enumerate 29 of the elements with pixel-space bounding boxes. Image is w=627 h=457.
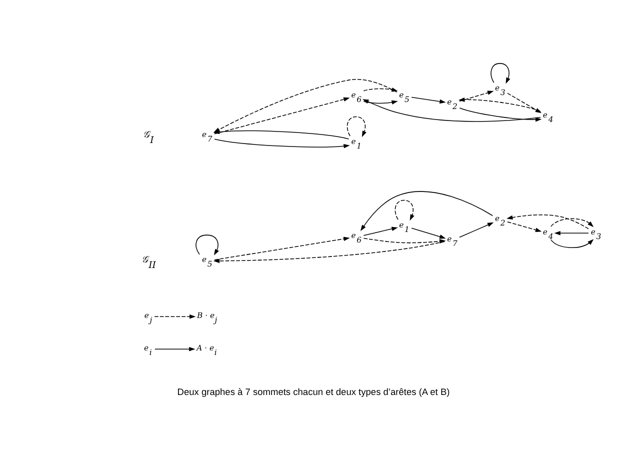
arrow (490, 63, 510, 84)
arrow (550, 239, 594, 248)
arrow (214, 138, 350, 148)
arrow (459, 90, 494, 102)
arrow (394, 200, 414, 221)
arrow (154, 346, 196, 352)
arrow (154, 314, 196, 319)
arrow (362, 99, 541, 122)
arrow (458, 98, 541, 112)
arrow (411, 228, 446, 239)
arrow (363, 238, 446, 244)
arrow (213, 241, 445, 264)
arrow (363, 226, 398, 236)
caption: Deux graphes à 7 sommets chacun et deux types d’arêtes (A et B) (177, 387, 450, 398)
arrow (214, 79, 398, 133)
arrow (459, 108, 542, 122)
arrow (346, 116, 366, 138)
arrow (196, 234, 219, 256)
arrow (214, 236, 350, 260)
arrow (507, 222, 542, 232)
arrow (506, 214, 589, 230)
arrow (459, 222, 494, 238)
arrow (550, 218, 594, 228)
arrow (360, 191, 493, 232)
arrow (554, 230, 589, 236)
arrow (411, 96, 446, 104)
arrow (363, 88, 398, 92)
arrow (363, 100, 398, 105)
arrow (507, 92, 542, 114)
